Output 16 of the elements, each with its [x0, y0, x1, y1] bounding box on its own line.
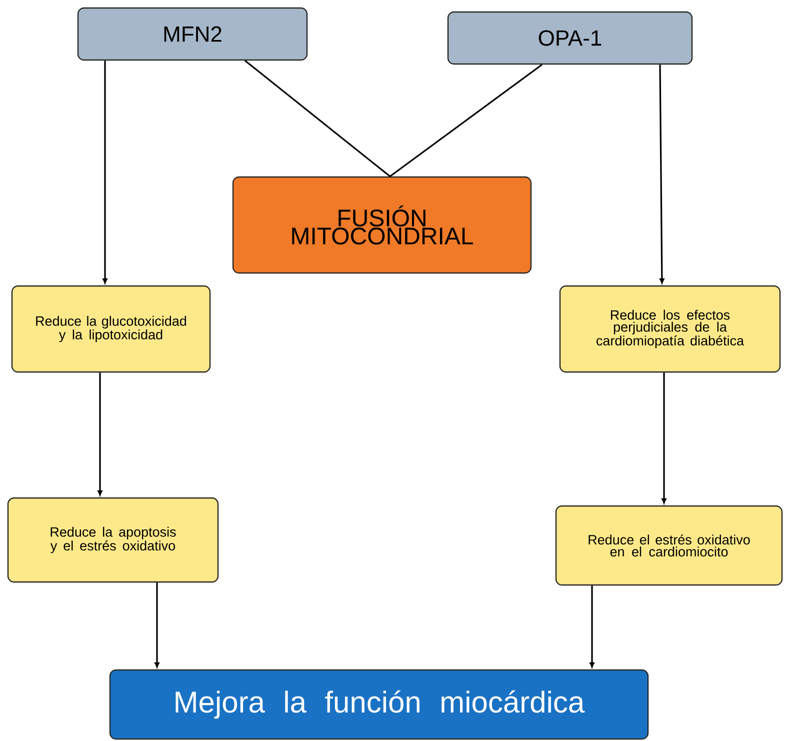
connector-line	[390, 64, 542, 178]
connector-line	[244, 60, 390, 178]
arrow	[98, 372, 102, 496]
result-box: Mejora la función miocárdica	[109, 669, 649, 740]
fusion-box: FUSIÓN MITOCONDRIAL	[232, 176, 532, 274]
arrow	[662, 372, 666, 504]
effect-box: Reduce la glucotoxicidad y la lipotoxicidad	[11, 285, 211, 373]
gene-box: OPA-1	[447, 11, 693, 65]
arrow	[102, 60, 108, 284]
effect-box: Reduce la apoptosis y el estrés oxidativo	[7, 497, 219, 583]
gene-box: MFN2	[77, 7, 308, 61]
effect-box: Reduce los efectos perjudiciales de la cardiomiopatía diabética	[559, 285, 781, 373]
arrow	[659, 64, 664, 284]
arrow	[590, 586, 594, 668]
effect-box: Reduce el estrés oxidativo en el cardiomiocito	[555, 505, 783, 586]
arrow	[154, 582, 160, 668]
